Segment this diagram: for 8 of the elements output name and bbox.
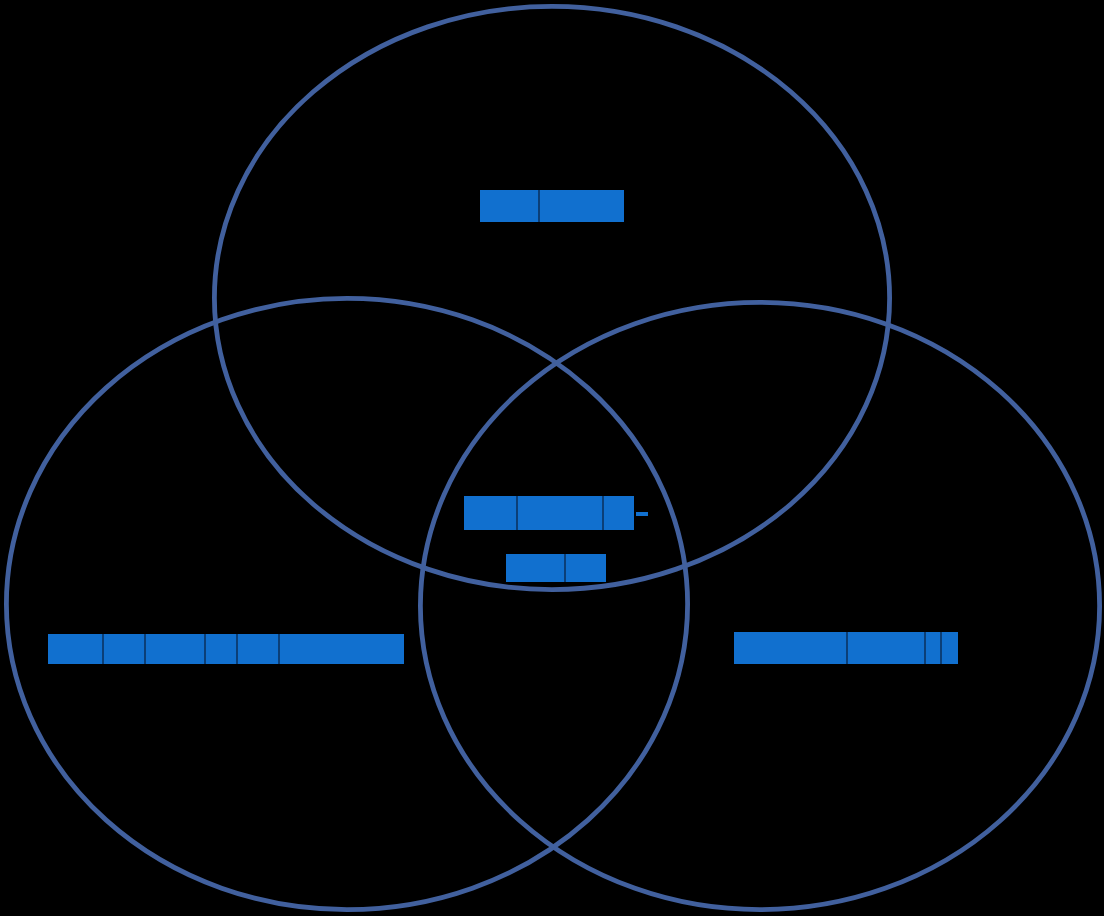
venn-circle: [212, 4, 892, 592]
redaction-bar: [480, 190, 624, 222]
redaction-bar: [506, 554, 606, 582]
redaction-bar: [734, 632, 958, 664]
redaction-bar: [464, 496, 648, 530]
venn-circle: [418, 300, 1102, 912]
redaction-bar: [48, 634, 404, 664]
venn-circle: [4, 296, 690, 912]
